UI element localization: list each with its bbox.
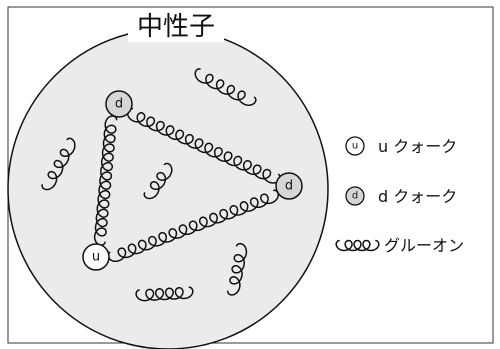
gluon-free-lower-right (226, 242, 248, 296)
gluon-left-edge (93, 115, 118, 246)
gluon-free-top (194, 68, 257, 106)
gluon-spring-icon (335, 239, 380, 252)
title-background (128, 8, 224, 42)
legend-up-quark-icon (345, 136, 365, 156)
quark-label: d (115, 97, 123, 112)
legend-gluon-spring (335, 239, 380, 252)
legend-down-label: d クォーク (378, 187, 457, 206)
down-quark-circle (275, 172, 303, 200)
title: 中性子 (137, 12, 215, 42)
gluon-top-right-edge (126, 107, 281, 184)
gluon-free-left (41, 137, 76, 191)
legend-up-symbol: u (352, 141, 358, 152)
quark-top-left: d (105, 90, 133, 118)
legend-down-quark: d d クォーク (345, 186, 457, 206)
quark-right: d (275, 172, 303, 200)
legend: u u クォーク d d クォーク グルーオン (335, 136, 464, 255)
gluon-group (41, 68, 281, 302)
legend-gluon-label: グルーオン (384, 236, 464, 255)
quark-bottom-left: u (82, 243, 110, 271)
legend-up-quark: u u クォーク (345, 136, 457, 156)
up-quark-circle (82, 243, 110, 271)
legend-down-quark-icon (345, 186, 365, 206)
gluon-bottom-edge (107, 189, 280, 263)
quark-label: u (92, 250, 100, 265)
legend-up-label: u クォーク (378, 137, 457, 156)
down-quark-circle (105, 90, 133, 118)
quark-label: d (285, 179, 293, 194)
gluon-free-bottom (135, 286, 194, 302)
legend-down-symbol: d (352, 191, 358, 202)
gluon-free-center (143, 162, 173, 200)
legend-gluon: グルーオン (335, 236, 464, 255)
